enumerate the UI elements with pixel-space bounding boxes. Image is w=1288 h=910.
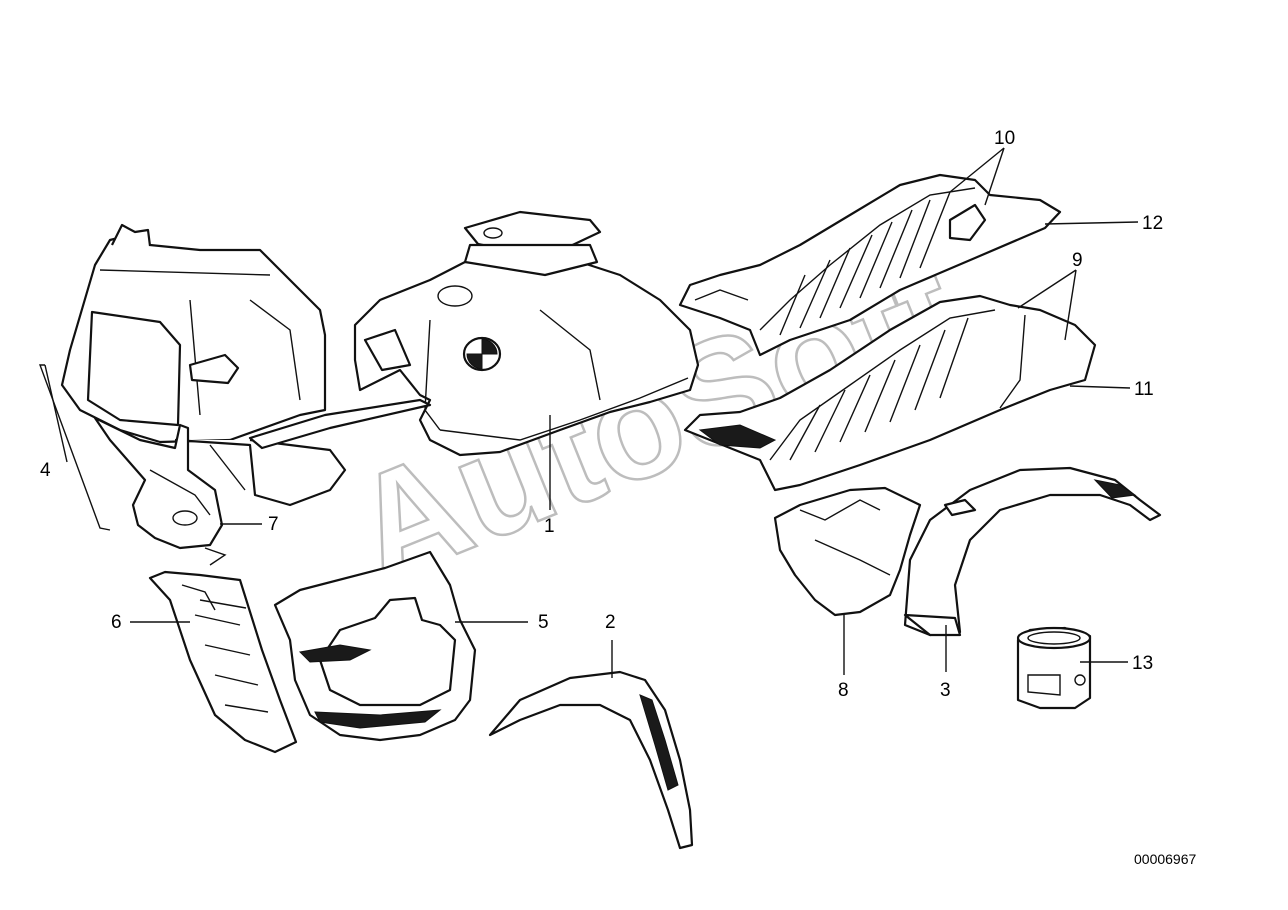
front-inner-panel[interactable] [148,570,298,754]
seat-type-b[interactable] [683,294,1097,492]
callout-12[interactable]: 12 [1142,213,1163,234]
callout-9[interactable]: 9 [1072,250,1083,271]
front-fairing[interactable] [60,223,347,507]
paint-tin[interactable] [1016,626,1092,710]
leader-lines [44,147,1139,678]
callout-5[interactable]: 5 [538,612,549,633]
callout-7[interactable]: 7 [268,514,279,535]
fairing-bracket[interactable] [93,416,227,566]
tank-side-strip[interactable] [248,398,432,450]
right-side-cover[interactable] [773,486,922,617]
callout-4[interactable]: 4 [40,460,51,481]
seat-type-a[interactable] [678,173,1062,357]
rear-mudguard[interactable] [903,466,1162,637]
fuel-tank[interactable] [353,243,700,457]
group-bracket-4 [38,364,111,531]
callout-2[interactable]: 2 [605,612,616,633]
callout-1[interactable]: 1 [544,516,555,537]
callout-13[interactable]: 13 [1132,653,1153,674]
callout-6[interactable]: 6 [111,612,122,633]
callout-8[interactable]: 8 [838,680,849,701]
callout-3[interactable]: 3 [940,680,951,701]
front-mudguard[interactable] [488,670,694,850]
catalog-code: 00006967 [1134,851,1197,867]
callout-11[interactable]: 11 [1134,379,1154,400]
callout-10[interactable]: 10 [994,128,1015,149]
left-side-cover[interactable] [273,550,477,742]
